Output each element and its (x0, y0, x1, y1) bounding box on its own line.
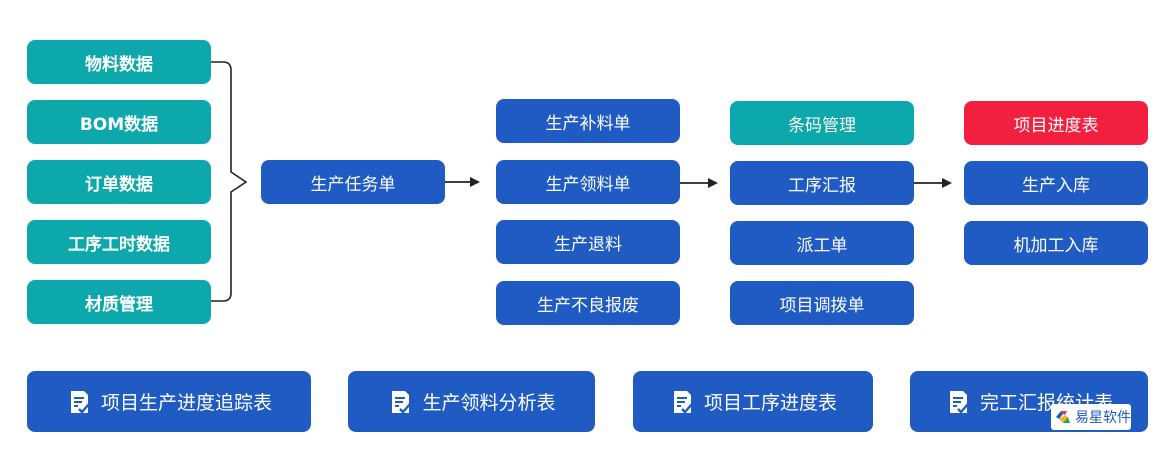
report-project-process-progress[interactable]: 项目工序进度表 (633, 371, 873, 432)
report-label: 项目生产进度追踪表 (100, 392, 272, 414)
node-production-warehousing: 生产入库 (964, 161, 1148, 205)
merge-brace (211, 61, 248, 302)
report-icon (392, 390, 412, 414)
node-dispatch-order: 派工单 (730, 221, 914, 265)
node-process-report: 工序汇报 (730, 161, 914, 205)
logo-text: 易星软件 (1075, 410, 1131, 426)
report-icon (70, 390, 90, 414)
report-label: 生产领料分析表 (422, 392, 556, 414)
logo-icon (1056, 411, 1070, 423)
node-project-transfer: 项目调拨单 (730, 281, 914, 325)
node-material-data: 物料数据 (27, 40, 211, 84)
report-label: 项目工序进度表 (703, 392, 837, 414)
node-supplement-order: 生产补料单 (496, 99, 680, 143)
report-picking-analysis[interactable]: 生产领料分析表 (348, 371, 595, 432)
report-project-production-tracking[interactable]: 项目生产进度追踪表 (27, 371, 311, 432)
node-material-quality: 材质管理 (27, 280, 211, 324)
node-defect-scrap: 生产不良报废 (496, 281, 680, 325)
node-project-progress: 项目进度表 (964, 101, 1148, 145)
node-picking-order: 生产领料单 (496, 160, 680, 204)
node-order-data: 订单数据 (27, 160, 211, 204)
node-production-task-order: 生产任务单 (261, 160, 445, 204)
node-machining-warehousing: 机加工入库 (964, 221, 1148, 265)
report-completion-statistics[interactable]: 完工汇报统计表 (910, 371, 1148, 432)
report-icon (673, 390, 693, 414)
report-icon (949, 390, 969, 414)
node-process-hours-data: 工序工时数据 (27, 220, 211, 264)
node-bom-data: BOM数据 (27, 100, 211, 144)
node-return-material: 生产退料 (496, 220, 680, 264)
node-barcode-management: 条码管理 (730, 101, 914, 145)
brand-logo: 易星软件 (1051, 404, 1131, 430)
